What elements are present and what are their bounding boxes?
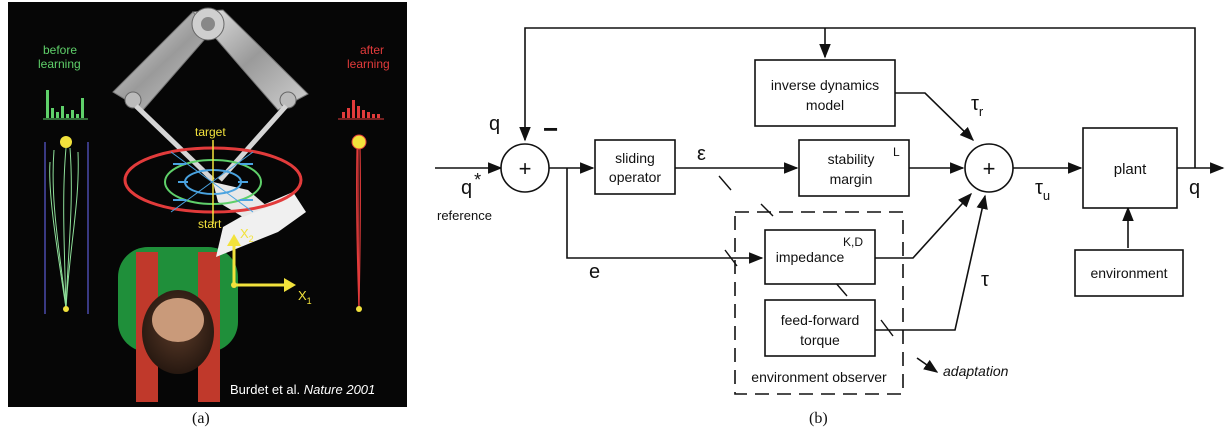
feedforward-torque-block: feed-forward torque [764, 299, 876, 357]
before-learning-group: before learning [38, 43, 89, 314]
q-star-label: q* [461, 170, 481, 199]
minus-sign: − [543, 114, 558, 144]
robot-manipulandum [112, 7, 309, 182]
tau-r-label: τr [971, 93, 984, 119]
adaptation-label: adaptation [943, 363, 1009, 379]
sum-junction-2: + [964, 143, 1014, 193]
impedance-block: impedance K,D [764, 229, 876, 285]
svg-text:feed-forward: feed-forward [781, 312, 860, 328]
after-learning-group: after learning [338, 43, 390, 312]
robot-experiment-illustration: target start X2 X1 before learning [38, 7, 390, 402]
svg-text:stability: stability [828, 151, 875, 167]
environment-block: environment [1074, 249, 1184, 297]
q-feedback-label: q [489, 113, 500, 135]
block-diagram-svg: environment observer + + sliding operato… [435, 27, 1225, 395]
subject-figure [118, 182, 306, 402]
before-label-line1: before [43, 43, 77, 57]
svg-text:+: + [983, 156, 996, 181]
tau-u-label: τu [1035, 177, 1050, 203]
inverse-to-sum-wire [895, 92, 975, 142]
stability-superscript: L [893, 145, 900, 159]
e-label: e [589, 261, 600, 283]
svg-text:model: model [806, 97, 844, 113]
svg-text:impedance: impedance [776, 249, 845, 265]
svg-text:torque: torque [800, 332, 840, 348]
inverse-dynamics-block: inverse dynamics model [754, 59, 896, 127]
credit-text: Burdet et al. Nature 2001 [230, 382, 375, 397]
svg-text:plant: plant [1114, 161, 1147, 178]
svg-text:inverse dynamics: inverse dynamics [771, 77, 879, 93]
x2-label: X2 [240, 226, 254, 244]
target-label: target [195, 125, 226, 139]
e-branch-wire [566, 168, 764, 264]
after-label-line2: learning [347, 57, 390, 71]
svg-text:sliding: sliding [615, 150, 655, 166]
impedance-superscript: K,D [843, 235, 863, 249]
caption-a: (a) [192, 410, 210, 427]
plant-block: plant [1082, 127, 1178, 209]
caption-b: (b) [809, 410, 828, 427]
sum-junction-1: + [500, 143, 550, 193]
before-label-line2: learning [38, 57, 81, 71]
after-label-line1: after [360, 43, 384, 57]
tau-label: τ [981, 269, 989, 291]
x1-label: X1 [298, 288, 312, 306]
q-output-label: q [1189, 177, 1200, 199]
svg-text:environment: environment [1090, 265, 1167, 281]
epsilon-label: ε [697, 143, 706, 165]
impedance-to-sum-wire [875, 192, 972, 259]
start-label: start [198, 217, 222, 231]
environment-observer-label: environment observer [751, 369, 887, 385]
reference-label: reference [437, 208, 492, 223]
stability-margin-block: stability margin L [798, 139, 910, 197]
feedback-wire [519, 27, 1196, 168]
adaptation-arrow [916, 357, 939, 373]
control-block-diagram: environment observer + + sliding operato… [425, 0, 1229, 436]
feedforward-to-sum-wire [875, 194, 988, 331]
svg-text:margin: margin [830, 171, 873, 187]
svg-text:+: + [519, 156, 532, 181]
coordinate-axes: X2 X1 [227, 226, 312, 306]
sliding-operator-block: sliding operator [594, 139, 676, 195]
svg-text:operator: operator [609, 169, 661, 185]
robot-experiment-photo: target start X2 X1 before learning [8, 2, 407, 407]
